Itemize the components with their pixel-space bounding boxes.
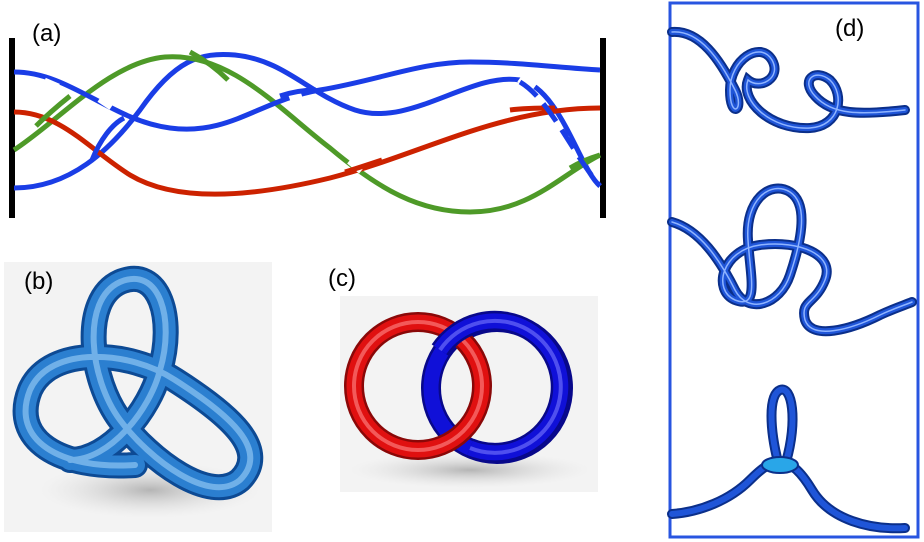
panel-d-label: (d) <box>835 15 865 42</box>
panel-c-hopf-link <box>340 296 598 492</box>
braid-strand-blue-dash <box>518 79 602 188</box>
braid-over-segments <box>34 49 601 175</box>
trefoil-knot-icon <box>12 265 264 501</box>
panel-d-frame <box>668 1 920 539</box>
braid-strand-red <box>13 105 601 197</box>
tight-knot-core <box>761 456 799 474</box>
panel-c-label: (c) <box>328 265 356 292</box>
hopf-ring-blue-highlight <box>438 318 563 455</box>
panel-a-braid <box>9 38 606 218</box>
panel-a-label: (a) <box>32 20 62 47</box>
braid-strand-blue-upper <box>13 59 601 132</box>
panel-d-rope-sequence <box>667 1 920 539</box>
braid-strand-green <box>12 54 602 215</box>
hopf-ring-red-highlight <box>352 320 484 452</box>
panel-b-label: (b) <box>24 268 54 295</box>
rope-state-tangled <box>667 183 917 337</box>
rope-state-tight <box>667 384 910 534</box>
rope-state-loose <box>667 26 910 134</box>
hopf-shadow <box>350 452 590 488</box>
panel-b-trefoil <box>4 262 272 532</box>
